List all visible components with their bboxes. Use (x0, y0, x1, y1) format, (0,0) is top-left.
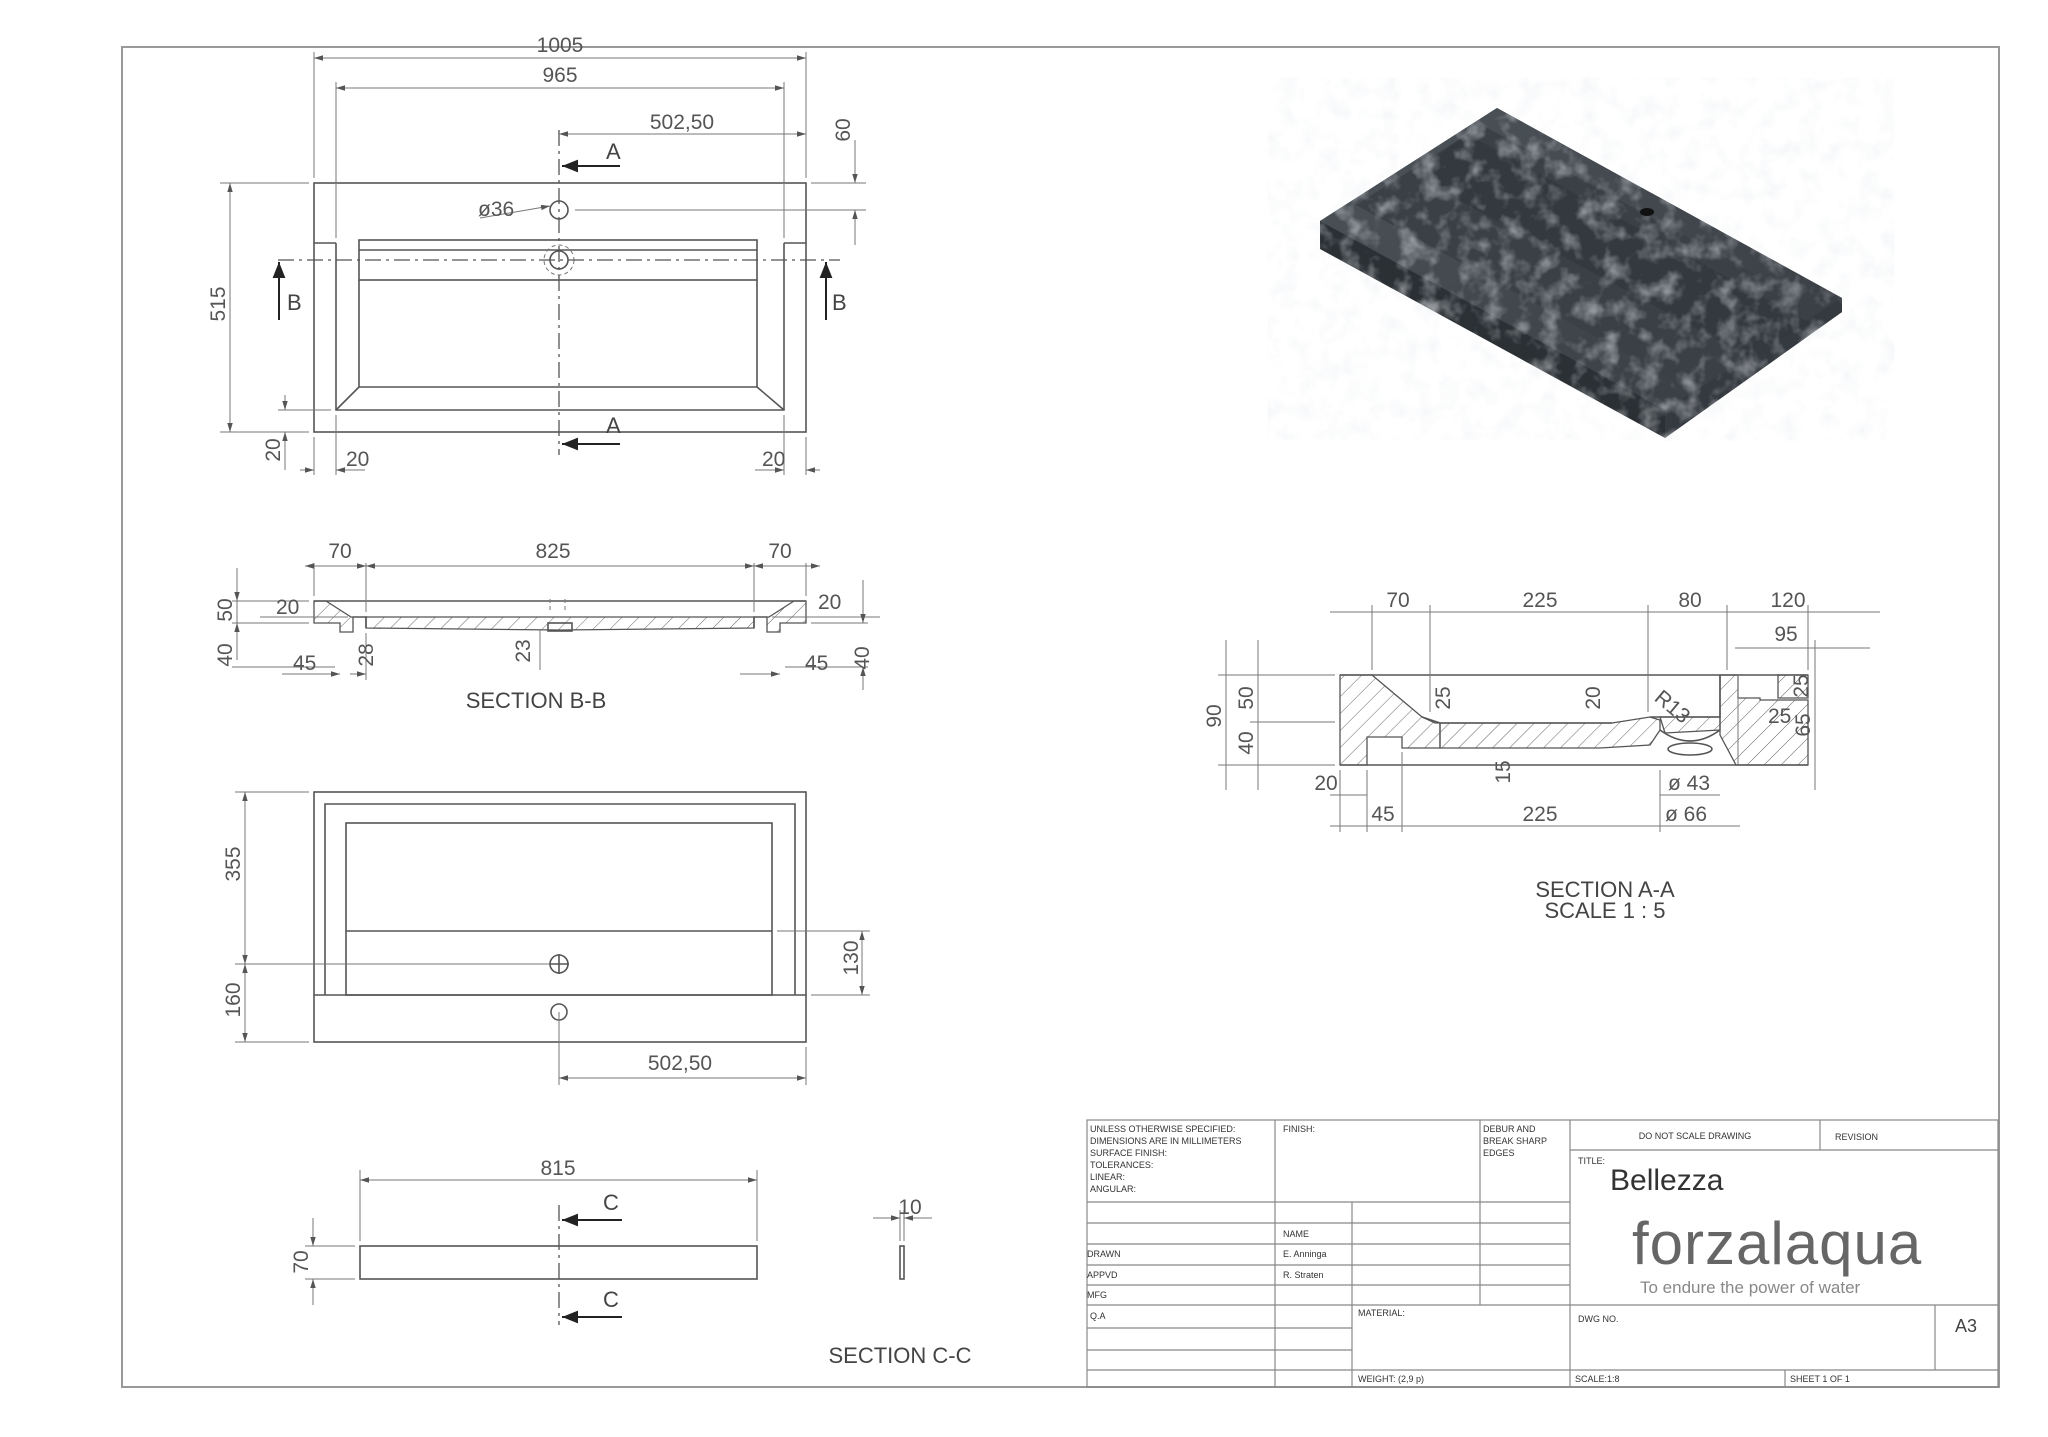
plan-view: 1005 965 502,50 60 ø36 515 20 20 (207, 34, 866, 475)
dim-965: 965 (542, 64, 577, 87)
bb-dim-45-left: 45 (293, 652, 316, 675)
bb-dim-70-right: 70 (768, 540, 791, 563)
aa-dim-80: 80 (1678, 589, 1701, 612)
tb-drawn: DRAWN (1087, 1249, 1121, 1259)
tb-scale: SCALE:1:8 (1575, 1374, 1620, 1384)
tb-unless-6: ANGULAR: (1090, 1184, 1136, 1194)
aa-dim-20: 20 (1582, 686, 1605, 709)
tb-title: Bellezza (1610, 1164, 1724, 1197)
aa-dim-15: 15 (1492, 760, 1515, 783)
cc-dim-10: 10 (898, 1196, 921, 1219)
section-aa-view: 70 225 80 120 95 90 50 40 25 20 R13 25 2… (1203, 589, 1880, 923)
section-aa-scale: SCALE 1 : 5 (1544, 898, 1665, 923)
bb-dim-23: 23 (512, 639, 535, 662)
tb-unless-2: DIMENSIONS ARE IN MILLIMETERS (1090, 1136, 1242, 1146)
aa-dim-70: 70 (1386, 589, 1409, 612)
tb-drawn-name: E. Anninga (1283, 1249, 1327, 1259)
brand-tagline: To endure the power of water (1640, 1278, 1861, 1297)
section-bb-view: 70 825 70 50 40 20 20 40 45 28 23 45 SEC… (214, 540, 880, 713)
cc-dim-815: 815 (540, 1157, 575, 1180)
tb-mfg: MFG (1087, 1290, 1107, 1300)
section-b-right: B (832, 290, 847, 315)
bb-dim-20-left: 20 (276, 596, 299, 619)
tb-weight: WEIGHT: (2,9 p) (1358, 1374, 1424, 1384)
dim-20-vert: 20 (262, 438, 285, 461)
bb-dim-20-right: 20 (818, 591, 841, 614)
aa-dim-40: 40 (1235, 731, 1258, 754)
bottom-view: 355 160 130 502,50 (222, 791, 870, 1085)
tb-sheet: SHEET 1 OF 1 (1790, 1374, 1850, 1384)
aa-dim-120: 120 (1770, 589, 1805, 612)
aa-dim-20-bottom: 20 (1314, 772, 1337, 795)
brand-logo: forzalaqua (1632, 1210, 1922, 1277)
tb-dwg-no: DWG NO. (1578, 1314, 1619, 1324)
section-a-top: A (606, 139, 621, 164)
dim-20-left: 20 (346, 448, 369, 471)
bottom-dim-160: 160 (222, 982, 245, 1017)
tb-unless-5: LINEAR: (1090, 1172, 1125, 1182)
bottom-dim-130: 130 (840, 940, 863, 975)
dim-1005: 1005 (537, 34, 584, 57)
aa-dim-90: 90 (1203, 704, 1226, 727)
isometric-basin-image (1320, 108, 1842, 438)
tb-revision: REVISION (1835, 1132, 1878, 1142)
tb-material: MATERIAL: (1358, 1308, 1405, 1318)
tb-debur-1: DEBUR AND (1483, 1124, 1536, 1134)
tb-size: A3 (1955, 1316, 1977, 1336)
aa-dim-25-a: 25 (1432, 686, 1455, 709)
dim-20-right: 20 (762, 448, 785, 471)
bb-dim-825: 825 (535, 540, 570, 563)
tb-title-label: TITLE: (1578, 1156, 1605, 1166)
bottom-dim-355: 355 (222, 846, 245, 881)
section-bb-title: SECTION B-B (466, 688, 607, 713)
tb-finish: FINISH: (1283, 1124, 1315, 1134)
aa-dim-45: 45 (1371, 803, 1394, 826)
tb-do-not-scale: DO NOT SCALE DRAWING (1639, 1131, 1752, 1141)
aa-dim-25-b: 25 (1790, 674, 1813, 697)
section-b-left: B (287, 290, 302, 315)
title-block-text: UNLESS OTHERWISE SPECIFIED: DIMENSIONS A… (1087, 1124, 1977, 1384)
section-c-bottom: C (603, 1287, 619, 1312)
dim-515: 515 (207, 286, 230, 321)
bb-dim-28: 28 (355, 643, 378, 666)
tb-name-label: NAME (1283, 1229, 1309, 1239)
tb-debur-3: EDGES (1483, 1148, 1515, 1158)
bb-dim-40-left: 40 (214, 643, 237, 666)
section-aa-title: SECTION A-A (1535, 877, 1675, 902)
aa-dim-50: 50 (1235, 686, 1258, 709)
aa-dim-225-bottom: 225 (1522, 803, 1557, 826)
bb-dim-70-left: 70 (328, 540, 351, 563)
aa-dim-225-top: 225 (1522, 589, 1557, 612)
tb-unless-3: SURFACE FINISH: (1090, 1148, 1167, 1158)
tb-appvd-name: R. Straten (1283, 1270, 1324, 1280)
tb-qa: Q.A (1090, 1311, 1106, 1321)
aa-dim-dia-43: ø 43 (1668, 772, 1710, 795)
dim-dia-36: ø36 (478, 198, 514, 221)
aa-dim-95: 95 (1774, 623, 1797, 646)
aa-dim-25-c: 25 (1768, 705, 1791, 728)
tb-unless-1: UNLESS OTHERWISE SPECIFIED: (1090, 1124, 1235, 1134)
cc-dim-70: 70 (290, 1250, 313, 1273)
title-block (1086, 1119, 1999, 1388)
section-cc-title: SECTION C-C (829, 1343, 972, 1368)
tb-debur-2: BREAK SHARP (1483, 1136, 1547, 1146)
section-cc-view: 815 70 C C 10 SECTION C-C (290, 1157, 972, 1368)
bottom-dim-502-50: 502,50 (648, 1052, 712, 1075)
bb-dim-45-right: 45 (805, 652, 828, 675)
tb-unless-4: TOLERANCES: (1090, 1160, 1153, 1170)
sheet-border (121, 46, 2000, 1388)
section-c-top: C (603, 1190, 619, 1215)
section-a-bottom: A (606, 413, 621, 438)
tb-appvd: APPVD (1087, 1270, 1118, 1280)
aa-dim-dia-66: ø 66 (1665, 803, 1707, 826)
dim-502-50: 502,50 (650, 111, 714, 134)
bb-dim-50: 50 (214, 598, 237, 621)
aa-dim-65: 65 (1792, 713, 1815, 736)
dim-60: 60 (832, 118, 855, 141)
bb-dim-40-right: 40 (851, 646, 874, 669)
